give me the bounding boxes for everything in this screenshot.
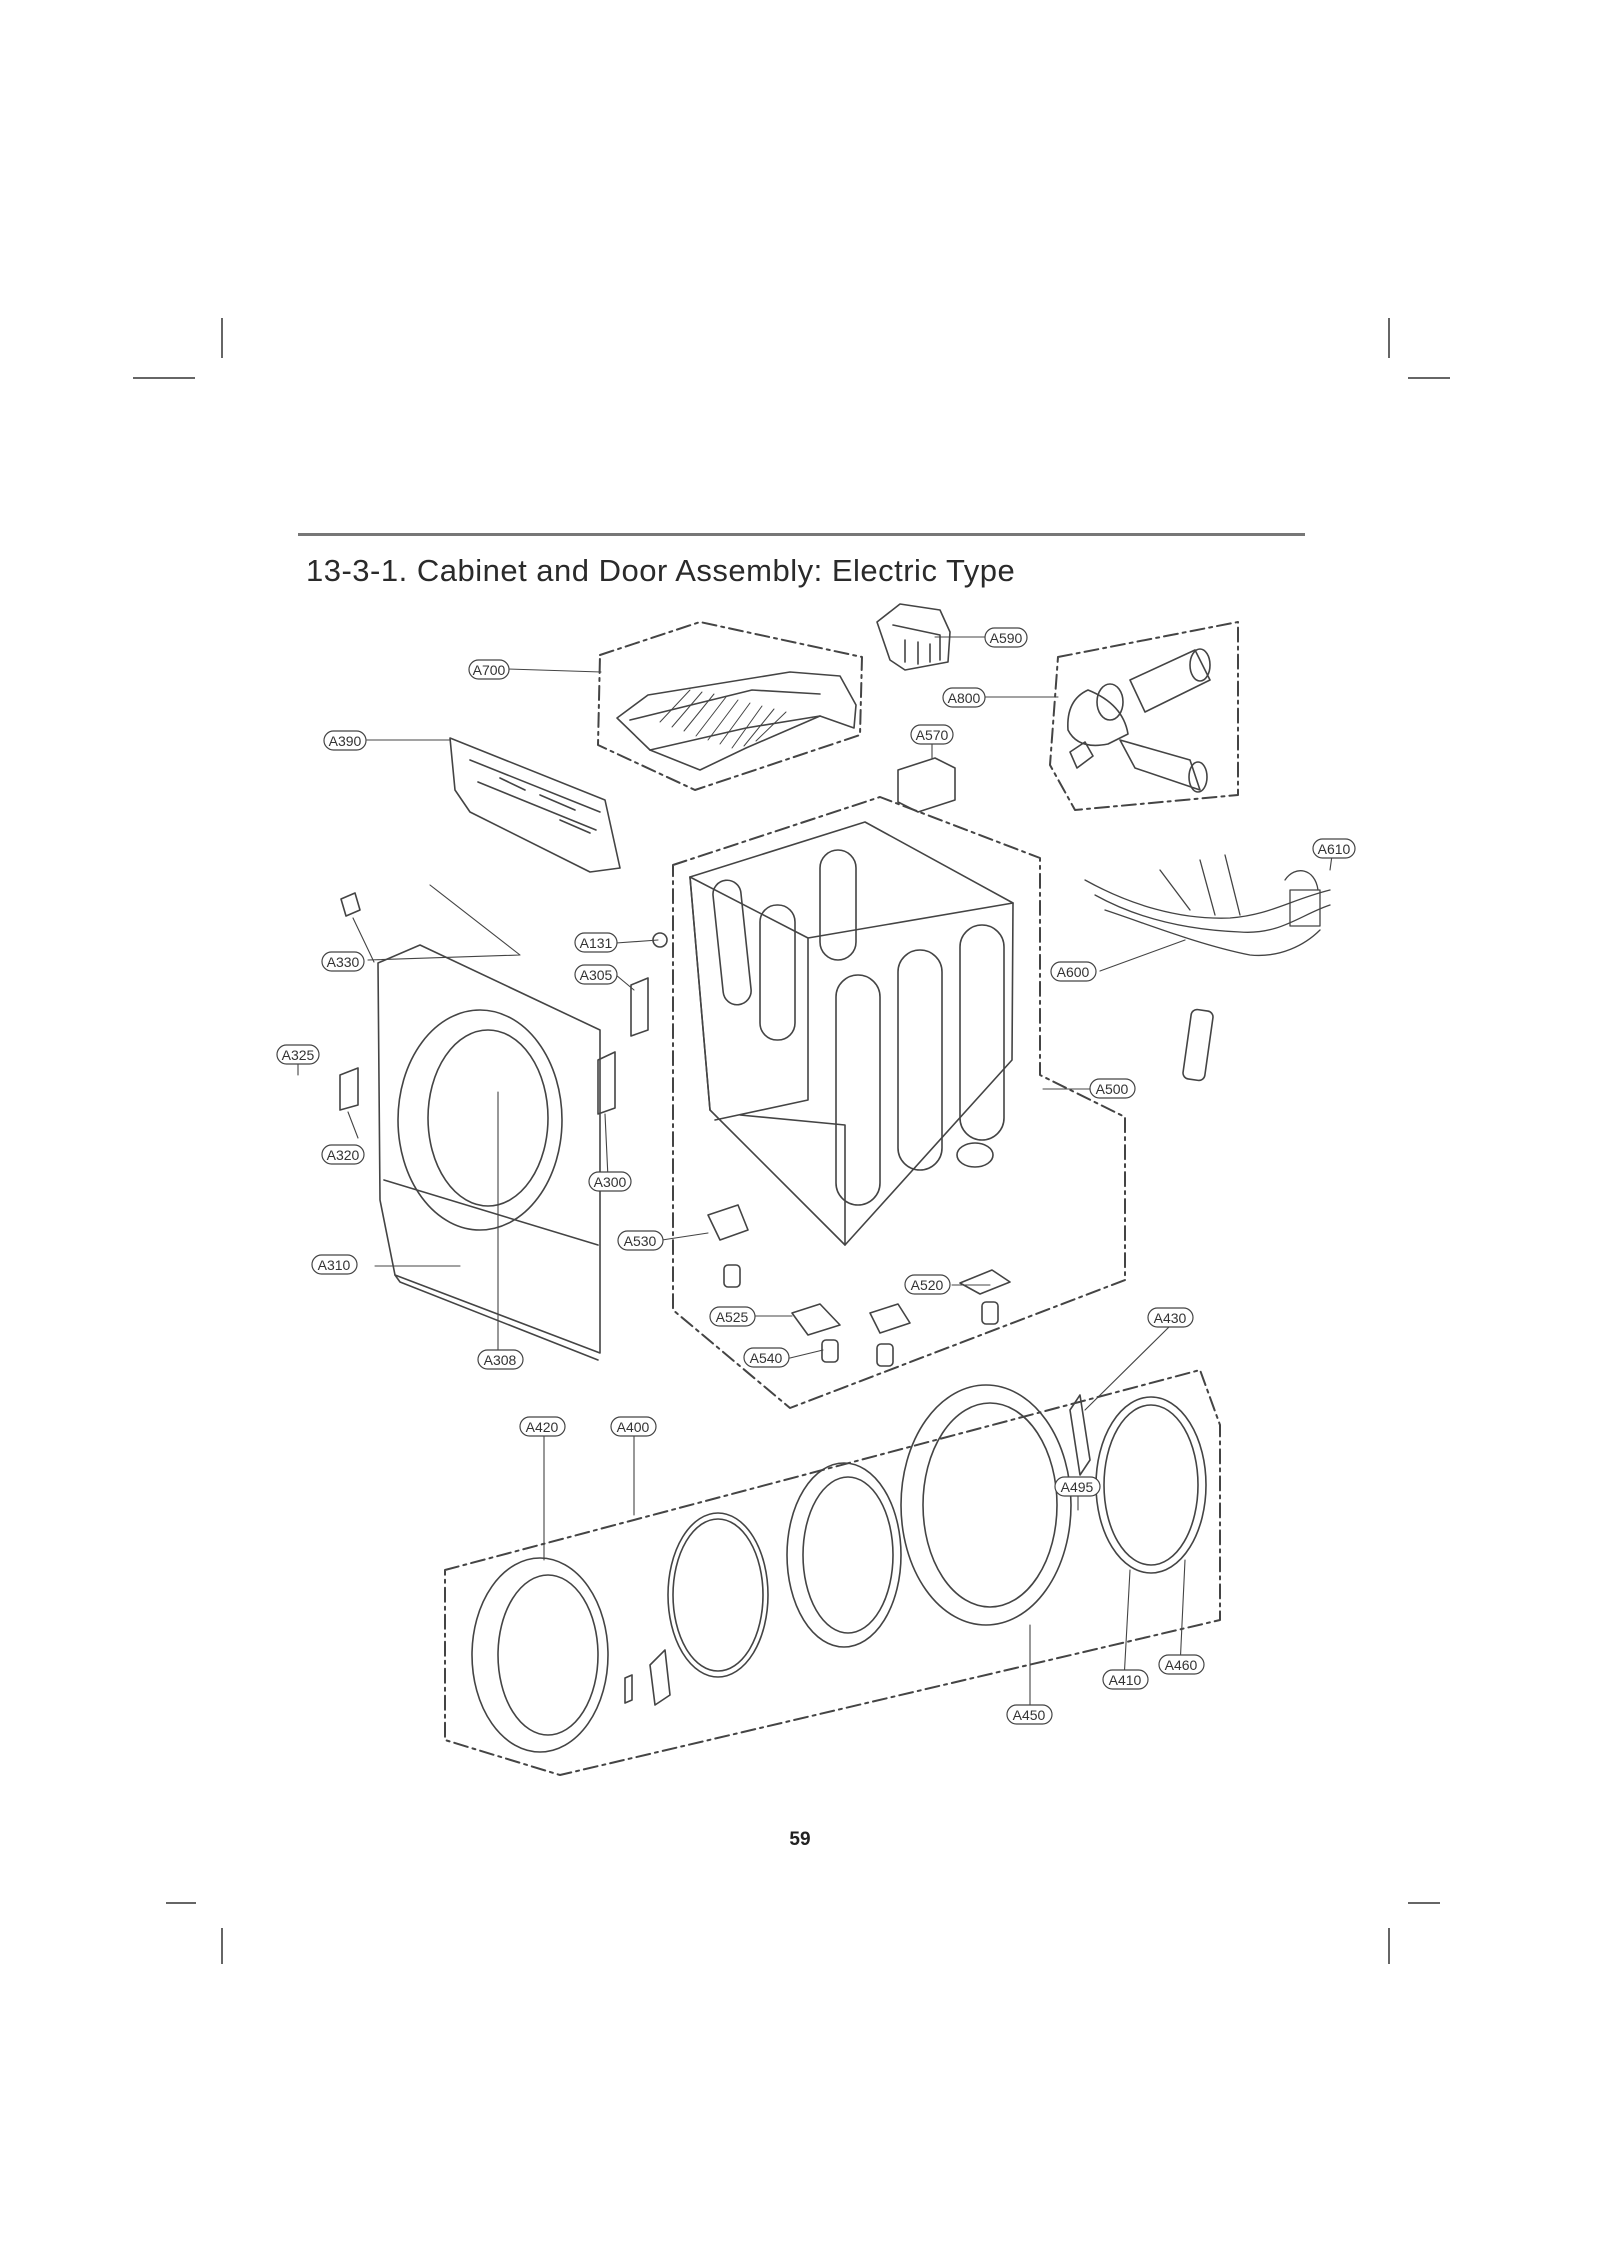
part-label-A500: A500 xyxy=(1089,1078,1136,1099)
part-label-A420: A420 xyxy=(519,1416,566,1437)
hinge-part xyxy=(597,1051,616,1115)
part-label-A495: A495 xyxy=(1054,1476,1101,1497)
svg-text:A590: A590 xyxy=(990,630,1023,646)
door-assembly-part xyxy=(471,1384,1207,1753)
crop-mark xyxy=(1388,318,1390,358)
svg-text:A400: A400 xyxy=(617,1419,650,1435)
svg-text:A540: A540 xyxy=(750,1350,783,1366)
svg-text:A570: A570 xyxy=(916,727,949,743)
crop-mark xyxy=(221,318,223,358)
part-label-A310: A310 xyxy=(311,1254,358,1275)
crop-mark xyxy=(133,377,195,379)
part-label-A330: A330 xyxy=(321,951,365,972)
door-switch-part xyxy=(1182,1008,1214,1082)
part-label-A390: A390 xyxy=(323,730,367,751)
svg-text:A420: A420 xyxy=(526,1419,559,1435)
filter-housing-part xyxy=(616,671,857,771)
crop-mark xyxy=(166,1902,196,1904)
part-label-A131: A131 xyxy=(574,932,618,953)
part-label-A400: A400 xyxy=(610,1416,657,1437)
wiring-harness-part xyxy=(1084,854,1331,957)
part-label-A450: A450 xyxy=(1006,1704,1053,1725)
crop-mark xyxy=(1408,377,1450,379)
front-panel-part xyxy=(377,944,601,1361)
svg-text:A410: A410 xyxy=(1109,1672,1142,1688)
crop-mark xyxy=(1388,1928,1390,1964)
svg-text:A325: A325 xyxy=(282,1047,315,1063)
part-label-A320: A320 xyxy=(321,1144,365,1165)
part-label-A600: A600 xyxy=(1050,961,1097,982)
part-label-A520: A520 xyxy=(904,1274,951,1295)
svg-text:A300: A300 xyxy=(594,1174,627,1190)
leg-part xyxy=(707,1204,1011,1367)
part-label-A800: A800 xyxy=(942,687,986,708)
part-label-A610: A610 xyxy=(1312,838,1356,859)
header-rule xyxy=(298,533,1305,536)
part-label-A570: A570 xyxy=(910,724,954,745)
exhaust-duct-part xyxy=(1067,648,1211,793)
page-title: 13-3-1. Cabinet and Door Assembly: Elect… xyxy=(306,553,1016,588)
part-label-A300: A300 xyxy=(588,1171,632,1192)
svg-text:A390: A390 xyxy=(329,733,362,749)
crop-mark xyxy=(221,1928,223,1964)
hinge-part xyxy=(339,1067,359,1111)
svg-text:A450: A450 xyxy=(1013,1707,1046,1723)
page-number: 59 xyxy=(789,1829,811,1850)
part-label-A590: A590 xyxy=(984,627,1028,648)
svg-text:A530: A530 xyxy=(624,1233,657,1249)
svg-text:A520: A520 xyxy=(911,1277,944,1293)
part-label-A540: A540 xyxy=(743,1347,790,1368)
svg-text:A525: A525 xyxy=(716,1309,749,1325)
control-bracket-part xyxy=(449,737,621,873)
svg-text:A700: A700 xyxy=(473,662,506,678)
svg-text:A600: A600 xyxy=(1057,964,1090,980)
svg-text:A320: A320 xyxy=(327,1147,360,1163)
part-labels: A700 A390 A590 A800 A570 A610 A330 A131 … xyxy=(276,627,1356,1725)
hinge-part xyxy=(340,892,361,917)
svg-text:A131: A131 xyxy=(580,935,613,951)
svg-text:A308: A308 xyxy=(484,1352,517,1368)
svg-text:A310: A310 xyxy=(318,1257,351,1273)
part-label-A430: A430 xyxy=(1147,1307,1194,1328)
cabinet-part xyxy=(689,821,1014,1246)
part-label-A525: A525 xyxy=(709,1306,756,1327)
part-label-A308: A308 xyxy=(477,1349,524,1370)
crop-mark xyxy=(1408,1902,1440,1904)
part-label-A305: A305 xyxy=(574,964,618,985)
part-label-A700: A700 xyxy=(468,659,510,680)
bracket-part xyxy=(876,603,951,671)
hinge-part xyxy=(630,977,649,1037)
svg-text:A460: A460 xyxy=(1165,1657,1198,1673)
svg-text:A305: A305 xyxy=(580,967,613,983)
part-label-A325: A325 xyxy=(276,1044,320,1065)
svg-text:A610: A610 xyxy=(1318,841,1351,857)
part-label-A530: A530 xyxy=(617,1230,664,1251)
plate-part xyxy=(897,757,956,813)
svg-text:A330: A330 xyxy=(327,954,360,970)
svg-text:A500: A500 xyxy=(1096,1081,1129,1097)
svg-text:A800: A800 xyxy=(948,690,981,706)
leader-lines xyxy=(297,636,1334,1706)
svg-text:A430: A430 xyxy=(1154,1310,1187,1326)
group-boundary xyxy=(444,621,1239,1776)
part-label-A460: A460 xyxy=(1158,1654,1205,1675)
svg-text:A495: A495 xyxy=(1061,1479,1094,1495)
part-label-A410: A410 xyxy=(1102,1669,1149,1690)
